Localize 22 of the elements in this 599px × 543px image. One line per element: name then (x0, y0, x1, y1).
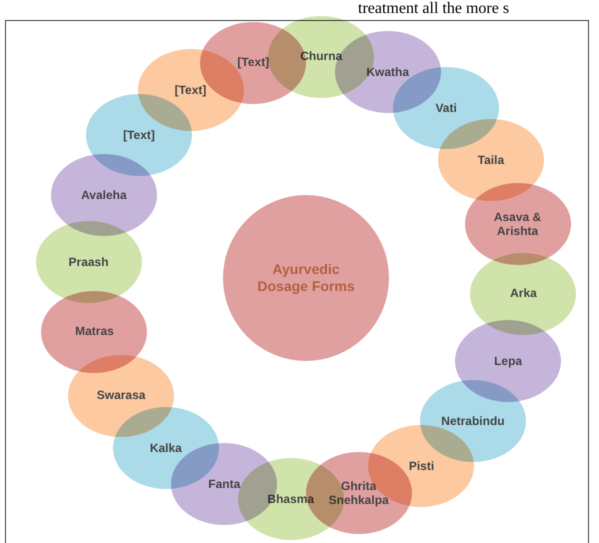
node-label: Asava & Arishta (492, 210, 542, 239)
node-label: Kwatha (366, 64, 410, 80)
node-label: Avaleha (81, 188, 127, 202)
node-label: Swarasa (96, 388, 146, 403)
node-label: Lepa (494, 354, 522, 368)
node-label: Fanta (208, 476, 240, 491)
node-label: Ghrita Snehkalpa (328, 479, 390, 508)
node-label: [Text] (237, 55, 270, 70)
node-label: Praash (68, 255, 109, 270)
node-label: [Text] (174, 82, 206, 97)
node-label: Pisti (408, 459, 434, 474)
node-label: Bhasma (267, 492, 314, 507)
node-label: Netrabindu (441, 414, 505, 428)
page-text: treatment all the more s (358, 0, 510, 18)
node-label: Arka (510, 286, 537, 301)
node-label: Churna (300, 49, 342, 64)
node-label: Taila (478, 153, 504, 168)
node-label: Matras (75, 324, 114, 339)
node-label: Kalka (150, 440, 182, 456)
node-label: Vati (435, 100, 457, 116)
node-label: [Text] (123, 128, 155, 142)
node-label: Ayurvedic Dosage Forms (256, 261, 356, 295)
